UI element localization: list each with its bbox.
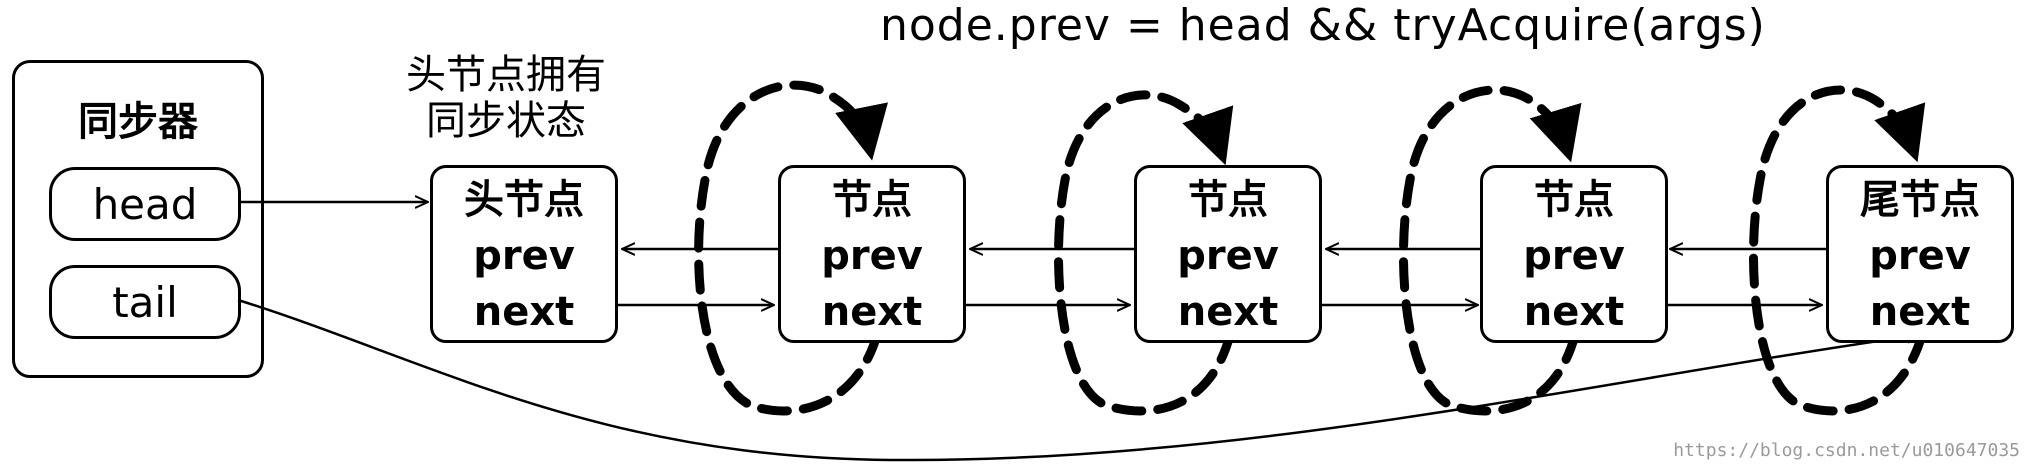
queue-node-3: 节点 prev next bbox=[1480, 165, 1668, 343]
node-prev-field: prev bbox=[473, 233, 575, 279]
node-title: 节点 bbox=[832, 177, 912, 223]
condition-formula: node.prev = head && tryAcquire(args) bbox=[880, 0, 1766, 51]
watermark: https://blog.csdn.net/u010647035 bbox=[1673, 440, 2020, 461]
node-prev-field: prev bbox=[1869, 233, 1971, 279]
node-title: 节点 bbox=[1534, 177, 1614, 223]
head-field: head bbox=[49, 167, 241, 241]
node-next-field: next bbox=[1177, 289, 1279, 335]
node-title: 尾节点 bbox=[1860, 177, 1980, 223]
spin-loop-4 bbox=[1749, 85, 1927, 416]
tail-node: 尾节点 prev next bbox=[1826, 165, 2014, 343]
node-title: 头节点 bbox=[464, 177, 584, 223]
head-node-caption: 头节点拥有 同步状态 bbox=[376, 52, 636, 144]
caption-line-2: 同步状态 bbox=[426, 98, 586, 144]
tail-field: tail bbox=[49, 265, 241, 339]
node-prev-field: prev bbox=[821, 233, 923, 279]
spin-loop-2 bbox=[1054, 90, 1235, 416]
queue-node-1: 节点 prev next bbox=[778, 165, 966, 343]
queue-node-2: 节点 prev next bbox=[1134, 165, 1322, 343]
synchronizer-title: 同步器 bbox=[78, 99, 198, 145]
caption-line-1: 头节点拥有 bbox=[406, 52, 606, 98]
node-prev-field: prev bbox=[1523, 233, 1625, 279]
node-next-field: next bbox=[821, 289, 923, 335]
node-next-field: next bbox=[1523, 289, 1625, 335]
node-title: 节点 bbox=[1188, 177, 1268, 223]
node-next-field: next bbox=[473, 289, 575, 335]
tail-pointer-curve bbox=[237, 298, 1920, 462]
node-next-field: next bbox=[1869, 289, 1971, 335]
spin-loop-1 bbox=[694, 80, 888, 416]
head-node: 头节点 prev next bbox=[430, 165, 618, 343]
synchronizer-box: 同步器 head tail bbox=[12, 60, 264, 378]
node-prev-field: prev bbox=[1177, 233, 1279, 279]
spin-loop-3 bbox=[1399, 85, 1582, 416]
